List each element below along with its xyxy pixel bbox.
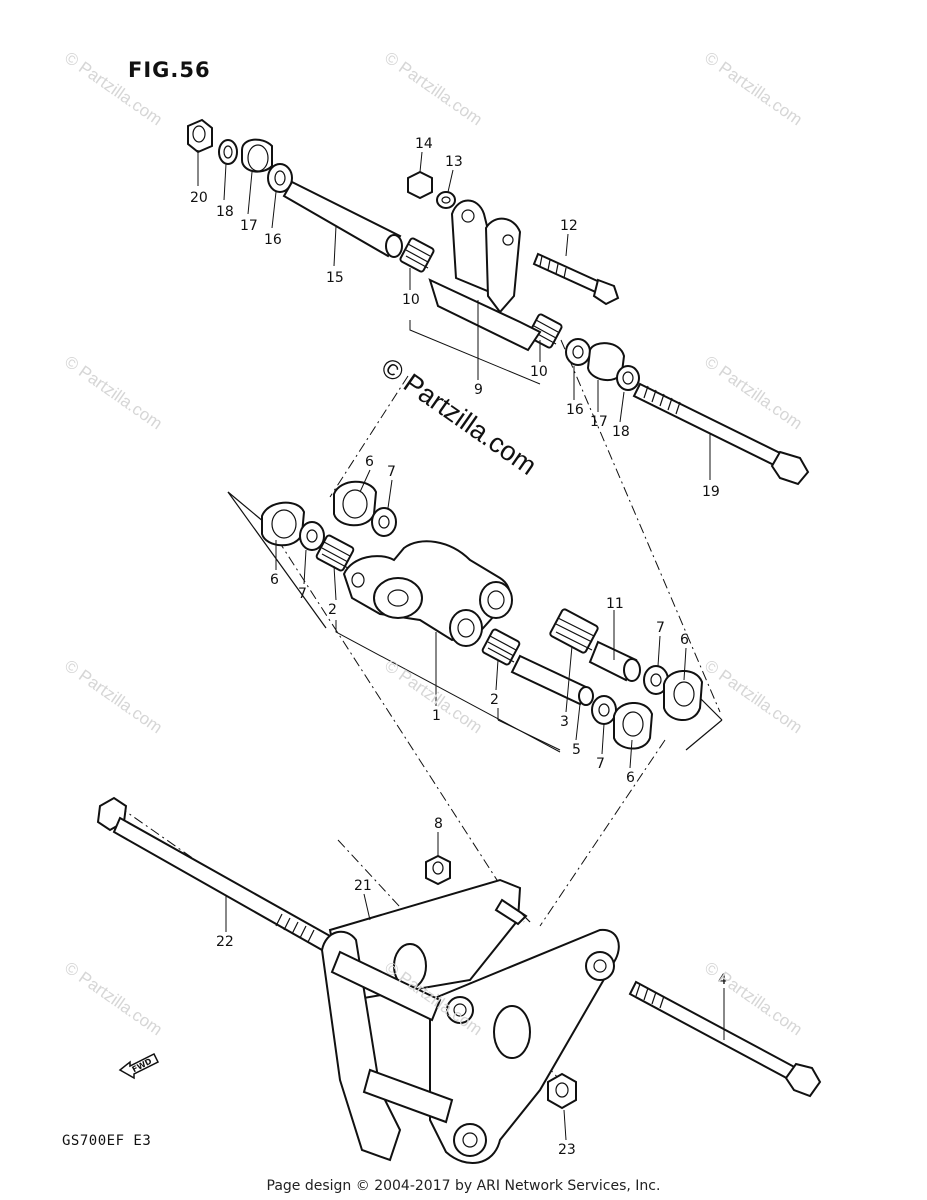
- svg-text:FWD: FWD: [131, 1056, 154, 1074]
- callout-6-right: 6: [680, 632, 689, 648]
- callout-14: 14: [415, 136, 433, 152]
- figure-title: FIG.56: [128, 58, 211, 82]
- callout-15: 15: [326, 270, 344, 286]
- callout-2-left: 2: [328, 602, 337, 618]
- callout-7-lower: 7: [596, 756, 605, 772]
- page-footer: Page design © 2004-2017 by ARI Network S…: [266, 1178, 661, 1194]
- callout-3: 3: [560, 714, 569, 730]
- callout-6-left: 6: [270, 572, 279, 588]
- rocker-assembly: [261, 480, 704, 750]
- callout-20: 20: [190, 190, 208, 206]
- callout-9: 9: [474, 382, 483, 398]
- callout-17-right: 17: [590, 414, 608, 430]
- callout-18-right: 18: [612, 424, 630, 440]
- callout-8: 8: [434, 816, 443, 832]
- callout-5: 5: [572, 742, 581, 758]
- callout-1: 1: [432, 708, 441, 724]
- callout-2-lower: 2: [490, 692, 499, 708]
- callout-21: 21: [354, 878, 372, 894]
- callout-4: 4: [718, 972, 727, 988]
- callout-7-right: 7: [656, 620, 665, 636]
- callout-18: 18: [216, 204, 234, 220]
- callout-16-right: 16: [566, 402, 584, 418]
- callout-12: 12: [560, 218, 578, 234]
- bracket-assembly: [96, 796, 822, 1165]
- callout-6-upper: 6: [365, 454, 374, 470]
- callout-6-lower: 6: [626, 770, 635, 786]
- callout-11: 11: [606, 596, 624, 612]
- callout-10-right: 10: [530, 364, 548, 380]
- forward-direction-arrow-icon: FWD: [118, 1052, 160, 1080]
- callout-23: 23: [558, 1142, 576, 1158]
- callout-16: 16: [264, 232, 282, 248]
- callout-13: 13: [445, 154, 463, 170]
- callout-22: 22: [216, 934, 234, 950]
- callout-7-left: 7: [298, 586, 307, 602]
- callout-7-upper: 7: [387, 464, 396, 480]
- callout-19: 19: [702, 484, 720, 500]
- callout-labels: 20 18 17 16 15 14 13 12 10 9 10 16 17 18…: [190, 136, 727, 1158]
- callout-leaders: [197, 150, 725, 1141]
- callout-17: 17: [240, 218, 258, 234]
- callout-10: 10: [402, 292, 420, 308]
- model-code: GS700EF E3: [62, 1133, 152, 1149]
- upper-shaft-assembly: [187, 118, 810, 486]
